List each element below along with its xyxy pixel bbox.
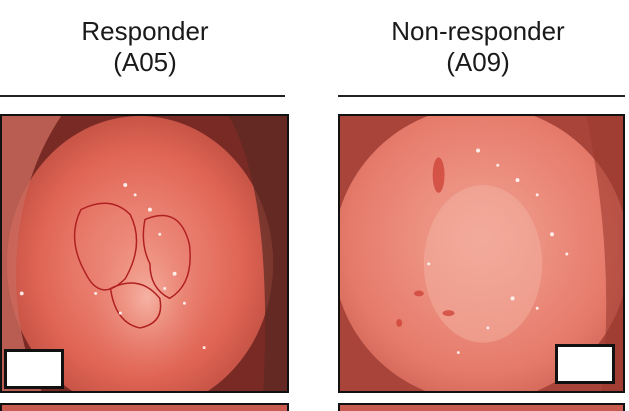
responder-title: Responder (A05) [0, 16, 290, 78]
non-responder-scale-box [555, 344, 615, 384]
non-responder-tissue-illustration [340, 116, 623, 391]
non-responder-title-line1: Non-responder [391, 16, 565, 46]
responder-divider [0, 95, 285, 97]
responder-colposcopy-image [0, 114, 289, 393]
non-responder-divider [338, 95, 625, 97]
responder-title-line2: (A05) [113, 47, 177, 77]
non-responder-title: Non-responder (A09) [333, 16, 623, 78]
non-responder-next-image-strip [338, 403, 625, 411]
responder-next-image-strip [0, 403, 289, 411]
responder-scale-box [4, 349, 64, 389]
responder-title-line1: Responder [81, 16, 209, 46]
non-responder-colposcopy-image [338, 114, 625, 393]
non-responder-title-line2: (A09) [446, 47, 510, 77]
responder-tissue-illustration [2, 116, 287, 391]
